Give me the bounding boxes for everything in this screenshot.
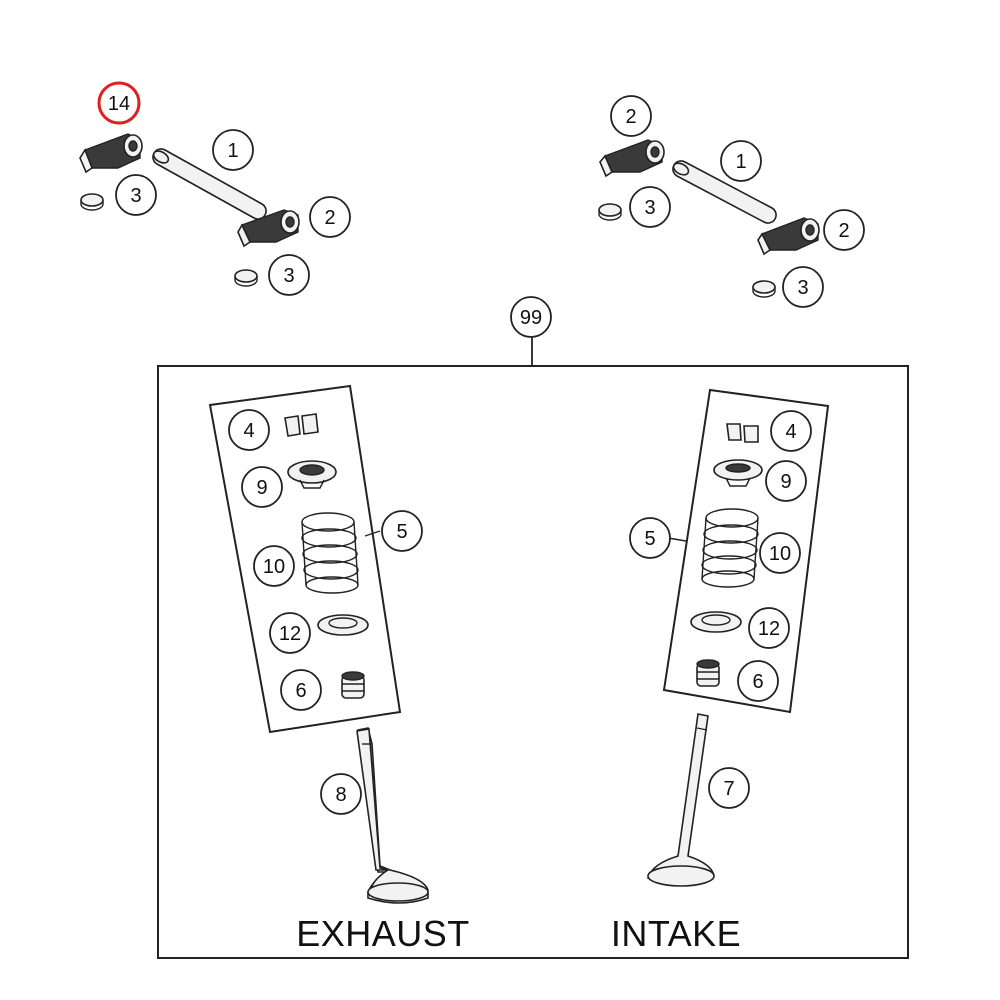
svg-text:4: 4 xyxy=(785,421,796,443)
callout-10-intake[interactable]: 10 xyxy=(759,532,801,574)
callout-7-intake[interactable]: 7 xyxy=(708,767,750,809)
callout-9-exhaust[interactable]: 9 xyxy=(241,466,283,508)
svg-text:2: 2 xyxy=(838,220,849,242)
shim-part-3a xyxy=(80,193,104,211)
left-rocker-group xyxy=(79,133,300,287)
spring-seat-part-12-ex xyxy=(317,614,369,636)
valve-kit-box xyxy=(157,337,909,959)
callout-5-exhaust[interactable]: 5 xyxy=(381,510,423,552)
right-rocker-group xyxy=(598,139,820,298)
callout-5-intake[interactable]: 5 xyxy=(629,517,671,559)
callout-3-right-a[interactable]: 3 xyxy=(629,186,671,228)
rocker-arm-part-14 xyxy=(79,133,143,174)
svg-text:10: 10 xyxy=(263,556,285,578)
callout-12-intake[interactable]: 12 xyxy=(748,607,790,649)
svg-text:14: 14 xyxy=(108,93,130,115)
valve-keeper-part-4-ex xyxy=(284,413,319,437)
callout-8-exhaust[interactable]: 8 xyxy=(320,773,362,815)
svg-text:6: 6 xyxy=(295,680,306,702)
svg-text:4: 4 xyxy=(243,420,254,442)
spring-seat-part-12-in xyxy=(690,611,742,633)
rocker-arm-part-2-right-a xyxy=(599,139,665,178)
valve-spring-part-10-in xyxy=(701,508,759,588)
callout-6-intake[interactable]: 6 xyxy=(737,660,779,702)
callout-1-right[interactable]: 1 xyxy=(720,140,762,182)
svg-text:5: 5 xyxy=(396,521,407,543)
valve-keeper-part-4-in xyxy=(726,423,759,443)
svg-text:1: 1 xyxy=(227,140,238,162)
callout-1-left[interactable]: 1 xyxy=(212,129,254,171)
svg-text:9: 9 xyxy=(780,471,791,493)
shim-part-3b xyxy=(234,269,258,287)
callout-12-exhaust[interactable]: 12 xyxy=(269,612,311,654)
intake-label: INTAKE xyxy=(611,913,741,954)
callout-9-intake[interactable]: 9 xyxy=(765,460,807,502)
rocker-arm-part-2-right-b xyxy=(757,217,820,256)
callout-4-intake[interactable]: 4 xyxy=(770,410,812,452)
svg-text:12: 12 xyxy=(758,618,780,640)
callout-14[interactable]: 14 xyxy=(97,81,141,125)
shim-part-3d xyxy=(752,280,776,298)
spring-retainer-part-9-in xyxy=(713,459,763,487)
svg-text:3: 3 xyxy=(644,197,655,219)
svg-text:9: 9 xyxy=(256,477,267,499)
shaft-part-1-left xyxy=(152,148,267,220)
callout-4-exhaust[interactable]: 4 xyxy=(228,409,270,451)
shaft-part-1-right xyxy=(672,160,777,224)
svg-text:7: 7 xyxy=(723,778,734,800)
svg-text:12: 12 xyxy=(279,623,301,645)
callout-99[interactable]: 99 xyxy=(510,296,552,338)
intake-parts-panel xyxy=(662,388,830,714)
spring-retainer-part-9-ex xyxy=(287,460,337,489)
svg-text:3: 3 xyxy=(283,265,294,287)
svg-text:5: 5 xyxy=(644,528,655,550)
callout-2-right-a[interactable]: 2 xyxy=(610,95,652,137)
svg-text:10: 10 xyxy=(769,543,791,565)
callout-6-exhaust[interactable]: 6 xyxy=(280,669,322,711)
svg-text:6: 6 xyxy=(752,671,763,693)
exhaust-valve-part-8 xyxy=(356,727,429,904)
callout-10-exhaust[interactable]: 10 xyxy=(253,545,295,587)
exhaust-label: EXHAUST xyxy=(296,913,470,954)
callout-3-right-b[interactable]: 3 xyxy=(782,266,824,308)
svg-text:2: 2 xyxy=(324,207,335,229)
svg-text:3: 3 xyxy=(797,277,808,299)
leader-lines xyxy=(364,530,687,542)
intake-valve-part-7 xyxy=(647,713,715,887)
shim-part-3c xyxy=(598,203,622,221)
callout-2-left[interactable]: 2 xyxy=(309,196,351,238)
svg-text:3: 3 xyxy=(130,185,141,207)
svg-text:99: 99 xyxy=(520,307,542,329)
svg-text:1: 1 xyxy=(735,151,746,173)
valve-seal-part-6-ex xyxy=(341,671,365,699)
svg-text:8: 8 xyxy=(335,784,346,806)
rocker-arm-part-2-left xyxy=(237,209,300,248)
callout-3-left-b[interactable]: 3 xyxy=(268,254,310,296)
exhaust-parts-panel xyxy=(208,384,402,734)
valve-seal-part-6-in xyxy=(696,659,720,687)
callout-2-right-b[interactable]: 2 xyxy=(823,209,865,251)
svg-text:2: 2 xyxy=(625,106,636,128)
callout-3-left-a[interactable]: 3 xyxy=(115,174,157,216)
valve-spring-part-10-ex xyxy=(301,512,359,594)
